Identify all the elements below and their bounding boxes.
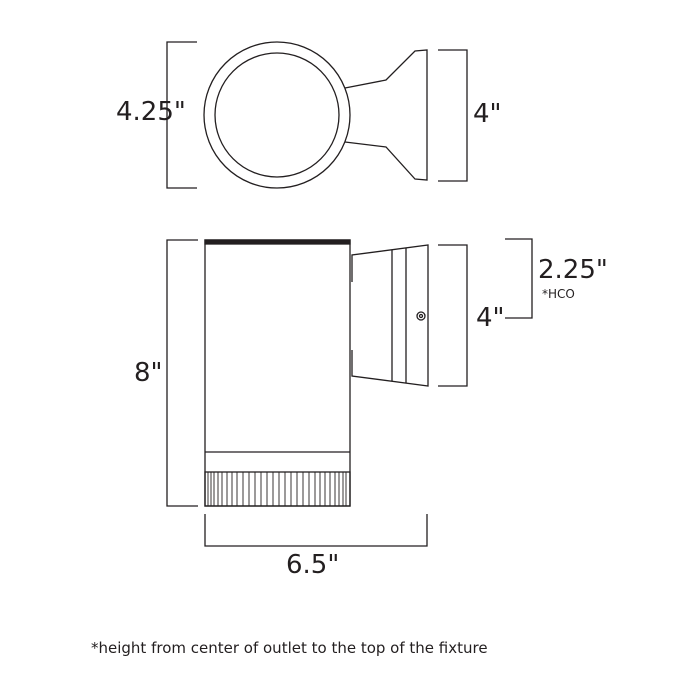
knurl-ridges — [207, 472, 347, 506]
height-dimension-bracket — [166, 239, 198, 507]
hco-dimension-bracket — [505, 238, 533, 319]
mount-dimension-bracket — [438, 244, 468, 387]
side-view-mount-height-label: 4" — [476, 303, 505, 333]
knurled-ring — [204, 471, 351, 507]
top-view-mount-height-label: 4" — [473, 99, 502, 129]
height-dimension-bracket — [166, 41, 197, 189]
mount-screw-center — [418, 313, 424, 319]
top-trim-band — [204, 239, 351, 245]
fixture-lens — [214, 52, 340, 178]
wall-mount-arm — [344, 49, 428, 181]
hco-label: 2.25" — [538, 255, 608, 285]
side-view-width-label: 6.5" — [286, 550, 340, 580]
cylinder-body — [204, 239, 351, 507]
fixture-outer-ring — [203, 41, 351, 189]
top-view-height-label: 4.25" — [116, 97, 186, 127]
side-view — [166, 238, 533, 547]
footnote: *height from center of outlet to the top… — [91, 639, 488, 657]
width-dimension-bracket — [204, 514, 428, 547]
mount-screw-icon — [416, 311, 426, 321]
mount-dimension-bracket — [438, 49, 468, 182]
hco-tag: *HCO — [542, 287, 575, 301]
wall-mount-plate — [351, 244, 429, 387]
side-view-height-label: 8" — [134, 358, 163, 388]
top-view — [166, 41, 468, 189]
